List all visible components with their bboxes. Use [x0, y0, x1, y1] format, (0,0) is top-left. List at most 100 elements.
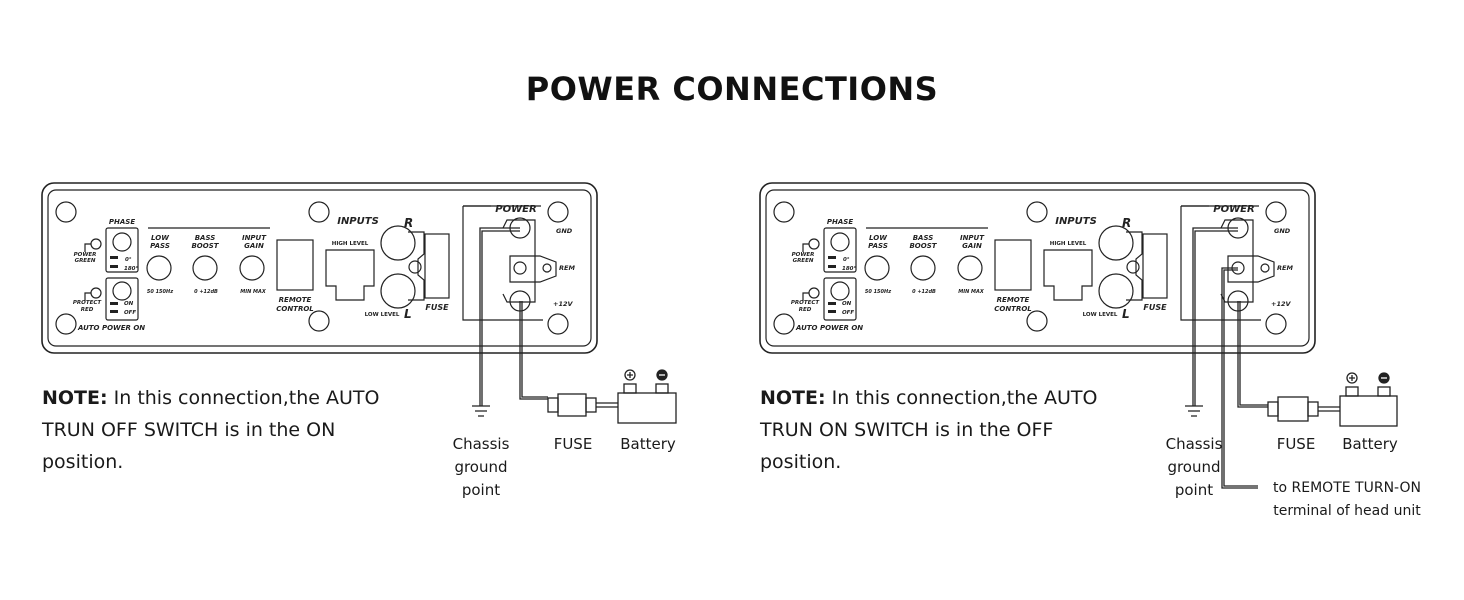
label-l: L [404, 307, 412, 321]
label-power: POWER [792, 252, 815, 258]
fuse-cap-right [585, 397, 597, 413]
label-low-pass-scale: 50 150Hz [865, 289, 891, 295]
chassis-label-3: point [462, 481, 500, 499]
label-red: RED [81, 307, 94, 313]
chassis-label-2: ground [1167, 458, 1220, 476]
label-r: R [1122, 216, 1131, 230]
label-12v: +12V [1271, 300, 1291, 308]
plus-icon [1346, 372, 1358, 384]
label-off: OFF [124, 310, 136, 316]
label-input: INPUT [242, 234, 267, 242]
label-high-level: HIGH LEVEL [1050, 241, 1087, 247]
label-low: LOW [869, 234, 887, 242]
battery-terminal-neg [1377, 386, 1391, 397]
ground-symbol [472, 405, 490, 417]
label-gain: GAIN [962, 242, 982, 250]
battery-terminal-pos [1345, 386, 1359, 397]
battery-body [617, 392, 677, 424]
label-auto-power-on: AUTO POWER ON [77, 324, 145, 332]
chassis-label-3: point [1175, 481, 1213, 499]
label-low: LOW [151, 234, 169, 242]
label-input-gain-scale: MIN MAX [240, 289, 267, 295]
fuse-cap-left [1267, 401, 1279, 417]
remote-label-1: to REMOTE TURN-ON [1273, 480, 1421, 496]
fuse-body [557, 393, 587, 417]
label-power-panel: POWER [1213, 204, 1254, 215]
label-low-pass-scale: 50 150Hz [147, 289, 173, 295]
label-power-panel: POWER [495, 204, 536, 215]
label-phase-0: 0° [843, 257, 850, 263]
plus-icon [624, 369, 636, 381]
label-on: ON [124, 301, 134, 307]
chassis-label-2: ground [454, 458, 507, 476]
note-text: In this connection,the AUTO TRUN ON SWIT… [760, 387, 1098, 473]
label-phase: PHASE [109, 218, 135, 226]
label-low-level: LOW LEVEL [365, 312, 400, 318]
fuse-label: FUSE [1277, 435, 1316, 453]
label-12v: +12V [553, 300, 573, 308]
label-phase: PHASE [827, 218, 853, 226]
label-inputs: INPUTS [337, 216, 379, 227]
note-right: NOTE: In this connection,the AUTO TRUN O… [760, 382, 1140, 478]
label-fuse-panel: FUSE [425, 303, 449, 312]
label-gain: GAIN [244, 242, 264, 250]
label-l: L [1122, 307, 1130, 321]
battery-label: Battery [620, 435, 676, 453]
wiring-right [1185, 227, 1398, 489]
label-remote: REMOTE [997, 296, 1030, 304]
label-green: GREEN [75, 258, 96, 264]
fuse-body [1277, 396, 1309, 422]
label-boost: BOOST [191, 242, 219, 250]
label-phase-180: 180° [842, 266, 856, 272]
label-on: ON [842, 301, 852, 307]
label-auto-power-on: AUTO POWER ON [795, 324, 863, 332]
label-control: CONTROL [994, 305, 1032, 313]
label-inputs: INPUTS [1055, 216, 1097, 227]
label-protect: PROTECT [791, 300, 820, 306]
label-bass: BASS [913, 234, 934, 242]
label-remote: REMOTE [279, 296, 312, 304]
label-bass: BASS [195, 234, 216, 242]
label-fuse-panel: FUSE [1143, 303, 1167, 312]
label-boost: BOOST [909, 242, 937, 250]
note-text: In this connection,the AUTO TRUN OFF SWI… [42, 387, 380, 473]
fuse-label: FUSE [554, 435, 593, 453]
battery-body [1339, 395, 1398, 427]
note-label: NOTE: [760, 387, 826, 409]
label-gnd: GND [556, 227, 573, 235]
label-phase-0: 0° [125, 257, 132, 263]
label-pass: PASS [150, 242, 170, 250]
label-protect: PROTECT [73, 300, 102, 306]
remote-label-2: terminal of head unit [1273, 503, 1421, 519]
battery-terminal-pos [623, 383, 637, 394]
label-control: CONTROL [276, 305, 314, 313]
label-rem: REM [559, 264, 575, 272]
label-red: RED [799, 307, 812, 313]
label-high-level: HIGH LEVEL [332, 241, 369, 247]
fuse-cap-left [547, 397, 559, 413]
label-low-level: LOW LEVEL [1083, 312, 1118, 318]
wiring-left [472, 227, 677, 424]
note-left: NOTE: In this connection,the AUTO TRUN O… [42, 382, 422, 478]
label-pass: PASS [868, 242, 888, 250]
page-title: POWER CONNECTIONS [525, 70, 939, 108]
label-r: R [404, 216, 413, 230]
fuse-cap-right [1307, 401, 1319, 417]
label-gnd: GND [1274, 227, 1291, 235]
battery-label: Battery [1342, 435, 1398, 453]
ground-symbol [1185, 405, 1203, 417]
label-off: OFF [842, 310, 854, 316]
label-bass-boost-scale: 0 +12dB [194, 289, 218, 295]
chassis-label-1: Chassis [1166, 435, 1223, 453]
label-green: GREEN [793, 258, 814, 264]
label-bass-boost-scale: 0 +12dB [912, 289, 936, 295]
label-input: INPUT [960, 234, 985, 242]
note-label: NOTE: [42, 387, 108, 409]
battery-terminal-neg [655, 383, 669, 394]
chassis-label-1: Chassis [453, 435, 510, 453]
label-rem: REM [1277, 264, 1293, 272]
label-power: POWER [74, 252, 97, 258]
label-phase-180: 180° [124, 266, 138, 272]
label-input-gain-scale: MIN MAX [958, 289, 985, 295]
